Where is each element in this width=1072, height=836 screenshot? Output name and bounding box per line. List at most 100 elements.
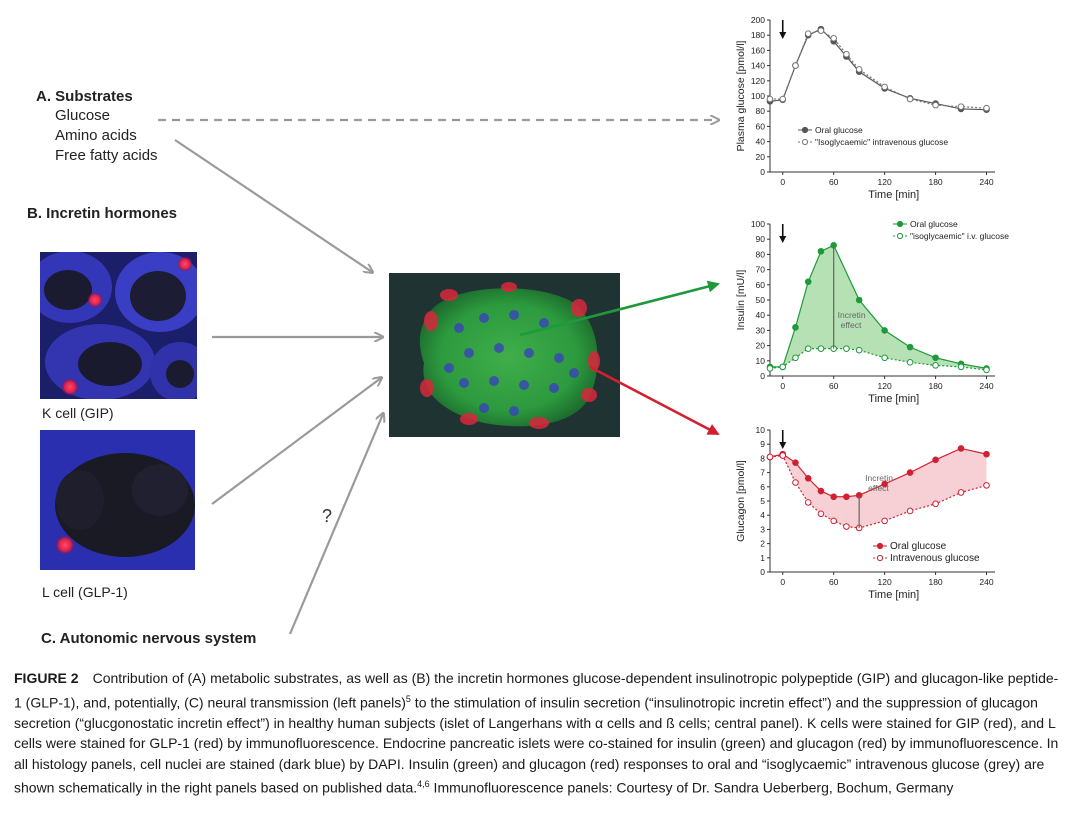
data-point bbox=[881, 480, 888, 488]
y-tick-label: 0 bbox=[760, 167, 765, 177]
legend-swatch bbox=[876, 554, 884, 562]
y-tick-label: 3 bbox=[760, 524, 765, 534]
x-tick-label: 60 bbox=[829, 381, 839, 391]
question-mark: ? bbox=[322, 506, 333, 526]
data-point bbox=[792, 479, 799, 486]
y-tick-label: 9 bbox=[760, 439, 765, 449]
x-tick-label: 180 bbox=[928, 381, 942, 391]
data-point bbox=[906, 469, 914, 476]
legend-label: Oral glucose bbox=[910, 219, 958, 229]
data-point bbox=[817, 27, 825, 34]
data-point bbox=[766, 365, 774, 372]
x-axis-label: Time [min] bbox=[868, 589, 919, 601]
incretin-effect-area bbox=[770, 448, 987, 528]
data-point bbox=[881, 354, 888, 362]
data-point bbox=[855, 346, 863, 354]
data-point bbox=[830, 34, 837, 42]
legend-label: Oral glucose bbox=[815, 125, 863, 135]
legend-label: "isoglycaemic" i.v. glucose bbox=[910, 231, 1009, 241]
islet-micrograph bbox=[389, 273, 620, 437]
caption-text-2: to the stimulation of insulin secretion … bbox=[14, 694, 1059, 796]
arrow-glucagon bbox=[589, 365, 720, 436]
data-point bbox=[906, 507, 914, 515]
y-tick-label: 0 bbox=[760, 371, 765, 381]
substrate-glucose: Glucose bbox=[55, 107, 111, 124]
data-point bbox=[843, 493, 850, 501]
bolus-arrow-head bbox=[779, 442, 787, 449]
x-tick-label: 180 bbox=[928, 577, 942, 587]
x-tick-label: 60 bbox=[829, 577, 839, 587]
x-axis-label: Time [min] bbox=[868, 189, 919, 201]
data-point bbox=[817, 510, 825, 518]
x-tick-label: 240 bbox=[979, 381, 993, 391]
y-tick-label: 80 bbox=[756, 106, 766, 116]
data-point bbox=[932, 500, 939, 508]
data-point bbox=[804, 345, 812, 352]
data-point bbox=[843, 345, 850, 352]
data-point bbox=[817, 487, 825, 495]
data-point bbox=[932, 362, 939, 369]
y-tick-label: 40 bbox=[756, 137, 766, 147]
y-tick-label: 100 bbox=[751, 91, 765, 101]
data-point bbox=[817, 248, 825, 255]
l-cell-micrograph bbox=[40, 430, 195, 570]
arrow-substrates bbox=[174, 139, 372, 272]
caption-text-3: Immunofluorescence panels: Courtesy of D… bbox=[429, 779, 954, 796]
substrate-amino-acids: Amino acids bbox=[55, 127, 137, 144]
x-tick-label: 180 bbox=[928, 177, 942, 187]
data-point bbox=[906, 95, 914, 103]
y-tick-label: 8 bbox=[760, 453, 765, 463]
series-line bbox=[770, 244, 987, 369]
y-tick-label: 4 bbox=[760, 510, 765, 520]
y-tick-label: 80 bbox=[756, 249, 766, 259]
x-tick-label: 0 bbox=[780, 577, 785, 587]
data-point bbox=[779, 452, 787, 459]
data-point bbox=[830, 517, 837, 525]
data-point bbox=[792, 354, 799, 362]
y-tick-label: 100 bbox=[751, 219, 765, 229]
y-tick-label: 2 bbox=[760, 539, 765, 549]
data-point bbox=[779, 95, 787, 103]
y-tick-label: 120 bbox=[751, 76, 765, 86]
x-axis-label: Time [min] bbox=[868, 393, 919, 405]
arrow-layer bbox=[158, 0, 1072, 635]
y-tick-label: 10 bbox=[756, 425, 766, 435]
bolus-arrow-head bbox=[779, 32, 787, 39]
data-point bbox=[881, 327, 888, 334]
data-point bbox=[804, 499, 812, 506]
legend-swatch bbox=[801, 138, 809, 146]
annotation-line-2: effect bbox=[841, 320, 862, 330]
data-point bbox=[906, 343, 914, 351]
substrate-free-fatty-acids: Free fatty acids bbox=[55, 147, 158, 164]
annotation-line-1: Incretin bbox=[865, 473, 893, 483]
y-tick-label: 60 bbox=[756, 121, 766, 131]
y-tick-label: 20 bbox=[756, 341, 766, 351]
caption-ref-2: 4,6 bbox=[417, 779, 430, 790]
data-point bbox=[932, 456, 939, 464]
annotation-line-1: Incretin bbox=[838, 310, 866, 320]
data-point bbox=[957, 363, 965, 371]
x-tick-label: 0 bbox=[780, 381, 785, 391]
legend-label: Intravenous glucose bbox=[890, 553, 980, 564]
data-point bbox=[843, 50, 850, 58]
y-tick-label: 40 bbox=[756, 310, 766, 320]
data-point bbox=[906, 359, 914, 366]
arrow-nervous-system bbox=[288, 414, 383, 635]
legend-label: Oral glucose bbox=[890, 541, 947, 552]
k-cell-micrograph bbox=[40, 252, 197, 399]
y-tick-label: 70 bbox=[756, 265, 766, 275]
x-tick-label: 120 bbox=[878, 577, 892, 587]
data-point bbox=[983, 450, 990, 458]
annotation-line-2: effect bbox=[868, 483, 889, 493]
y-tick-label: 180 bbox=[751, 30, 765, 40]
x-tick-label: 240 bbox=[979, 577, 993, 587]
y-axis-label: Insulin [mU/l] bbox=[735, 270, 747, 331]
arrow-insulin bbox=[519, 280, 720, 337]
data-point bbox=[817, 345, 825, 352]
data-point bbox=[792, 62, 799, 69]
data-point bbox=[792, 459, 799, 466]
y-tick-label: 60 bbox=[756, 280, 766, 290]
data-point bbox=[957, 445, 965, 452]
